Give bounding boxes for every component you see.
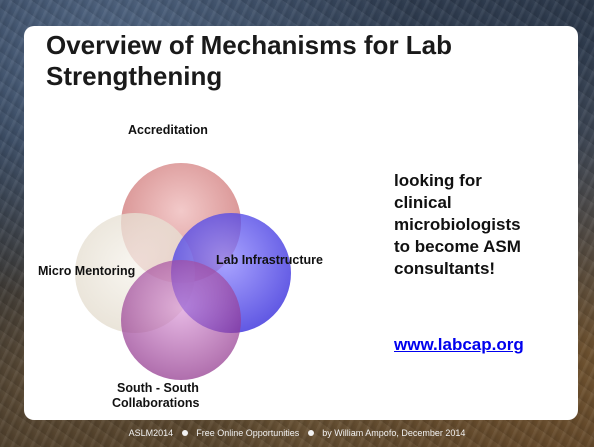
slide-title: Overview of Mechanisms for Lab Strengthe… (46, 30, 453, 91)
recruitment-line: looking for (394, 171, 482, 190)
south-south-label-line2: Collaborations (112, 396, 200, 410)
recruitment-line: consultants! (394, 259, 496, 278)
slide-card: Overview of Mechanisms for Lab Strengthe… (24, 26, 578, 420)
footer-event: ASLM2014 (128, 428, 174, 438)
footer-topic: Free Online Opportunities (196, 428, 300, 438)
micro-mentoring-label: Micro Mentoring (38, 264, 136, 278)
recruitment-message: looking for clinical microbiologists to … (394, 170, 574, 280)
bullet-dot-icon (181, 430, 188, 437)
south-south-label-line1: South - South (117, 381, 199, 395)
recruitment-line: microbiologists (394, 215, 521, 234)
lab-infrastructure-label: Lab Infrastructure (216, 253, 323, 267)
recruitment-line: to become ASM (394, 237, 521, 256)
south-south-circle (121, 260, 241, 380)
labcap-link[interactable]: www.labcap.org (394, 335, 524, 354)
bullet-dot-icon (307, 430, 314, 437)
recruitment-line: clinical (394, 193, 452, 212)
footer: ASLM2014 Free Online Opportunities by Wi… (0, 428, 594, 438)
footer-author: by William Ampofo, December 2014 (322, 428, 466, 438)
venn-diagram (75, 163, 291, 380)
accreditation-label: Accreditation (128, 123, 208, 137)
